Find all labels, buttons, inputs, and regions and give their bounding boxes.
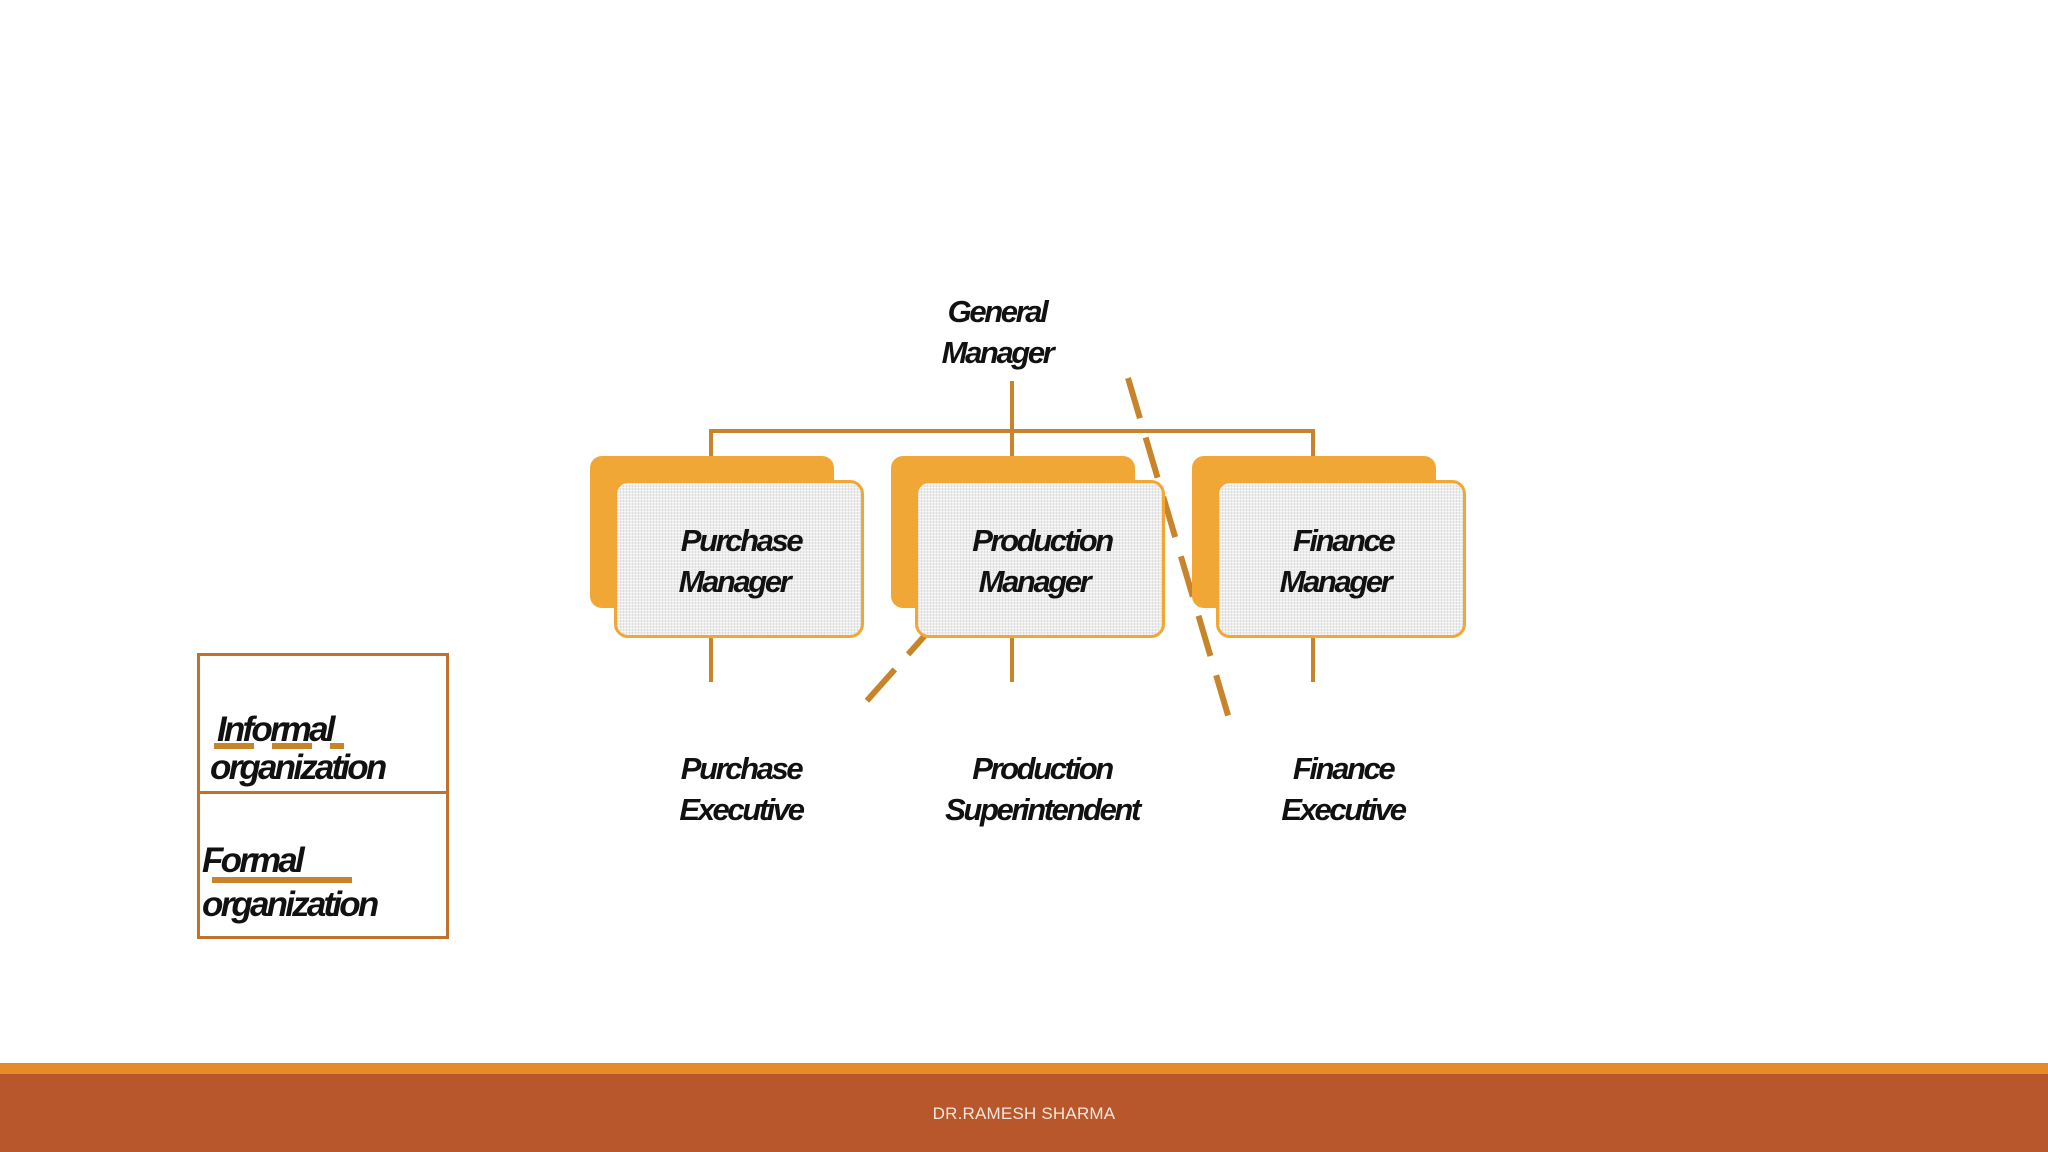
production-superintendent-line2: Superintendent — [945, 792, 1141, 827]
general-manager-line1: General — [947, 294, 1049, 329]
finance-executive-line2: Executive — [1281, 792, 1407, 827]
production-superintendent-line1: Production — [972, 751, 1114, 786]
footer-author-text: DR.RAMESH SHARMA — [932, 1104, 1116, 1123]
purchase-manager-label: Purchase Manager — [626, 520, 856, 602]
purchase-executive-line2: Executive — [679, 792, 805, 827]
legend-formal-line1: Formal — [202, 841, 305, 880]
footer-accent-stripe — [0, 1063, 2048, 1074]
general-manager-line2: Manager — [941, 335, 1055, 370]
finance-manager-label: Finance Manager — [1228, 520, 1458, 602]
legend-informal-label: Informal organization — [210, 710, 387, 787]
production-manager-label: Production Manager — [927, 520, 1157, 602]
legend-formal-line-sample — [212, 877, 352, 883]
purchase-executive-line1: Purchase — [680, 751, 804, 786]
purchase-manager-line1: Purchase — [680, 523, 804, 558]
general-manager-label: General Manager — [922, 291, 1072, 373]
finance-manager-line1: Finance — [1292, 523, 1396, 558]
finance-manager-box — [1192, 456, 1466, 638]
box-face — [1216, 480, 1466, 638]
legend-informal-line2: organization — [210, 748, 387, 787]
production-manager-line1: Production — [972, 523, 1114, 558]
production-manager-box — [891, 456, 1165, 638]
legend-formal-line2: organization — [202, 885, 379, 924]
production-superintendent-label: Production Superintendent — [912, 748, 1172, 830]
purchase-manager-box — [590, 456, 864, 638]
finance-manager-line2: Manager — [1279, 564, 1393, 599]
legend-informal-line1: Informal — [217, 710, 335, 749]
footer-bar — [0, 1074, 2048, 1152]
legend-informal-dash-sample — [214, 743, 344, 749]
purchase-manager-line2: Manager — [678, 564, 792, 599]
legend-formal-box: Formal organization — [197, 791, 449, 939]
box-face — [614, 480, 864, 638]
legend-formal-label: Formal organization — [202, 841, 379, 924]
finance-executive-label: Finance Executive — [1228, 748, 1458, 830]
legend-informal-box: Informal organization — [197, 653, 449, 797]
finance-executive-line1: Finance — [1292, 751, 1396, 786]
production-manager-line2: Manager — [978, 564, 1092, 599]
box-face — [915, 480, 1165, 638]
purchase-executive-label: Purchase Executive — [626, 748, 856, 830]
